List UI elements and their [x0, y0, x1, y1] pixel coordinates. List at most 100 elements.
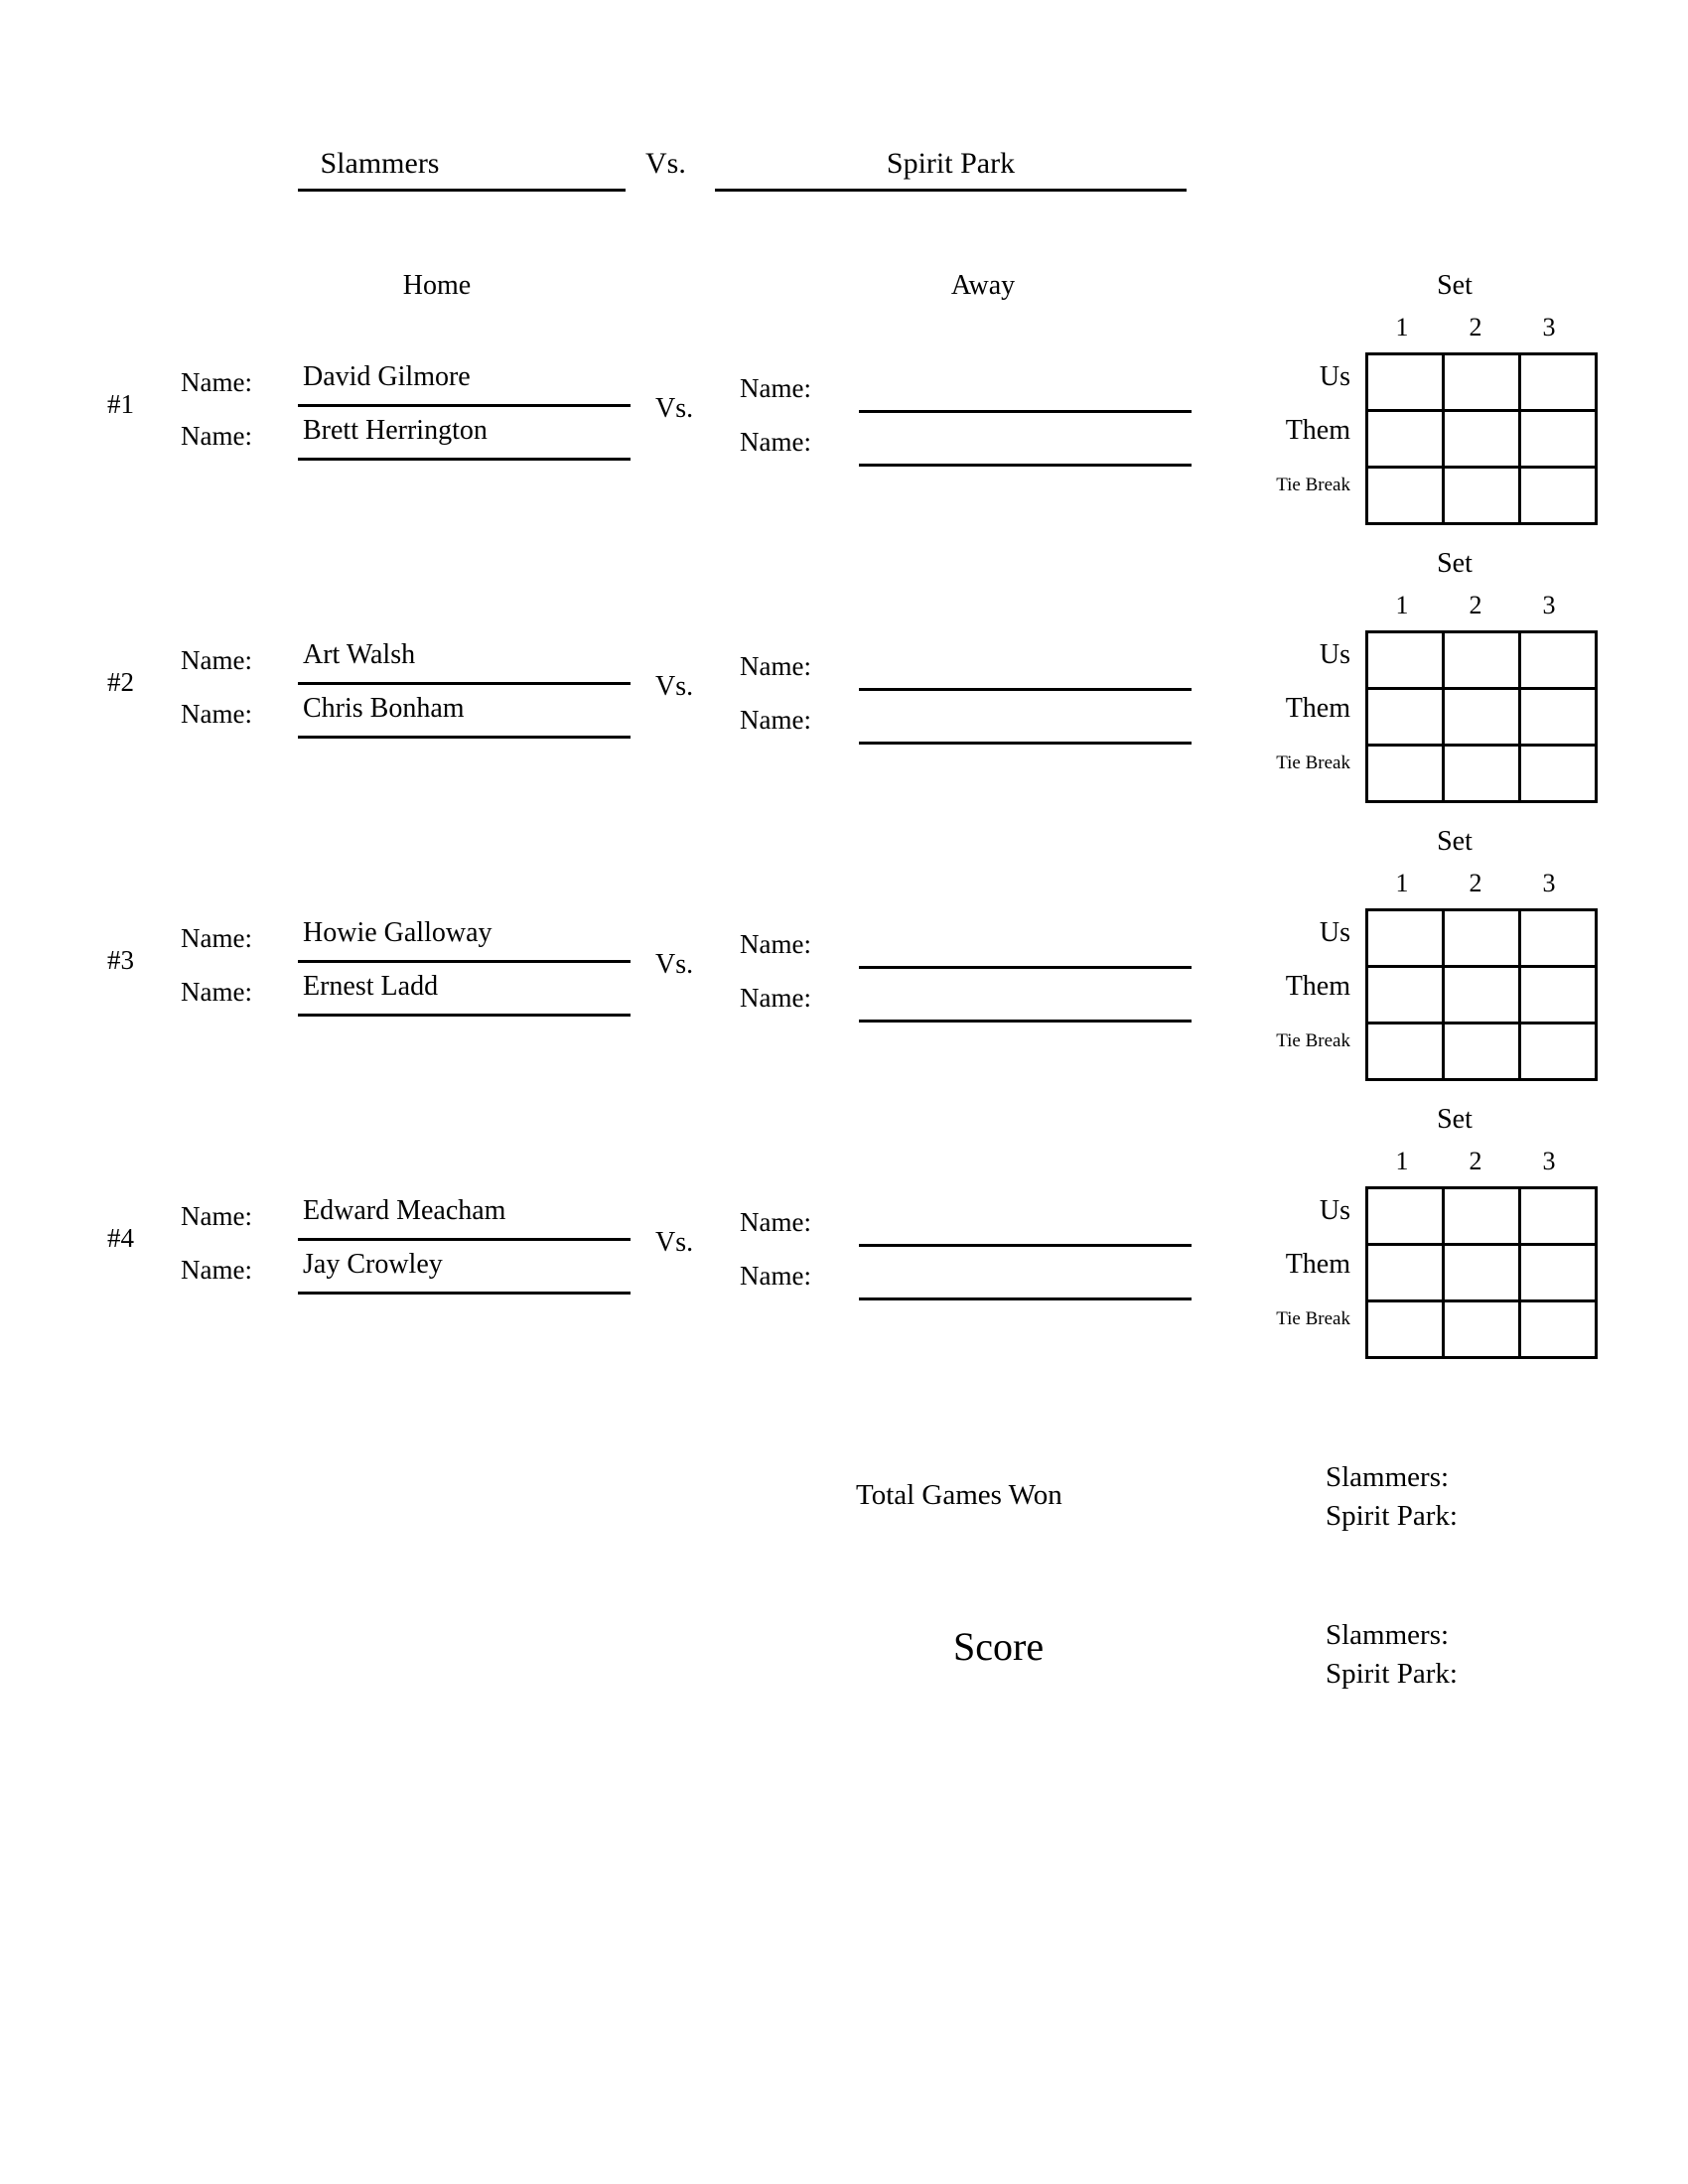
match-1-set-row-tie-break: Tie Break — [1276, 475, 1350, 495]
match-2-us-set-2[interactable] — [1442, 630, 1521, 690]
match-2-away-rule-1 — [859, 688, 1192, 691]
match-3-us-set-3[interactable] — [1518, 908, 1598, 968]
match-3-set-caption: Set — [1437, 826, 1473, 857]
match-2-away-name-label-1: Name: — [740, 651, 811, 681]
match-3-them-set-1[interactable] — [1365, 965, 1445, 1024]
match-4-set-caption: Set — [1437, 1104, 1473, 1135]
match-3-set-col-2: 2 — [1469, 869, 1482, 897]
match-4-them-set-3[interactable] — [1518, 1243, 1598, 1302]
match-1-set-row-tiebreak-cells — [1365, 466, 1598, 525]
match-1-home-player-1[interactable]: David Gilmore — [303, 361, 471, 392]
match-3-tiebreak-set-2[interactable] — [1442, 1022, 1521, 1081]
match-2-home-player-1[interactable]: Art Walsh — [303, 639, 416, 670]
match-1-number: #1 — [107, 389, 134, 419]
match-3-set-grid[interactable] — [1365, 908, 1598, 1081]
match-2-home-player-2[interactable]: Chris Bonham — [303, 693, 465, 724]
match-3-set-row-tiebreak-cells — [1365, 1022, 1598, 1081]
match-3-tiebreak-set-3[interactable] — [1518, 1022, 1598, 1081]
match-3-us-set-2[interactable] — [1442, 908, 1521, 968]
match-2-tiebreak-set-1[interactable] — [1365, 744, 1445, 803]
match-2-tiebreak-set-2[interactable] — [1442, 744, 1521, 803]
match-3-tiebreak-set-1[interactable] — [1365, 1022, 1445, 1081]
match-1-them-set-3[interactable] — [1518, 409, 1598, 469]
match-1-away-rule-1 — [859, 410, 1192, 413]
match-1-set-grid[interactable] — [1365, 352, 1598, 525]
match-4-home-name-label-2: Name: — [181, 1255, 252, 1285]
match-1-set-col-3: 3 — [1542, 313, 1556, 341]
match-4-set-row-tiebreak-cells — [1365, 1299, 1598, 1359]
match-2-set-grid[interactable] — [1365, 630, 1598, 803]
match-1-tiebreak-set-2[interactable] — [1442, 466, 1521, 525]
match-1-us-set-1[interactable] — [1365, 352, 1445, 412]
score-away-team-label[interactable]: Spirit Park: — [1326, 1658, 1458, 1690]
match-1-them-set-2[interactable] — [1442, 409, 1521, 469]
match-3-home-name-label-2: Name: — [181, 977, 252, 1007]
match-4-tiebreak-set-3[interactable] — [1518, 1299, 1598, 1359]
match-2-number: #2 — [107, 667, 134, 697]
match-1-set-col-1: 1 — [1395, 313, 1409, 341]
match-2-home-rule-2 — [298, 736, 631, 739]
match-2-them-set-2[interactable] — [1442, 687, 1521, 747]
match-3-number: #3 — [107, 945, 134, 975]
match-1-set-col-2: 2 — [1469, 313, 1482, 341]
match-1-away-name-label-1: Name: — [740, 373, 811, 403]
match-1-us-set-3[interactable] — [1518, 352, 1598, 412]
total-games-home-team-label[interactable]: Slammers: — [1326, 1461, 1450, 1493]
match-3-set-row-us: Us — [1319, 917, 1350, 948]
match-4-tiebreak-set-2[interactable] — [1442, 1299, 1521, 1359]
match-4-them-set-1[interactable] — [1365, 1243, 1445, 1302]
match-2-set-row-them: Them — [1285, 693, 1350, 724]
match-4-set-row-us: Us — [1319, 1195, 1350, 1226]
match-4-home-name-label-1: Name: — [181, 1201, 252, 1231]
match-4-home-player-2[interactable]: Jay Crowley — [303, 1249, 443, 1280]
match-3-them-set-3[interactable] — [1518, 965, 1598, 1024]
match-4-versus-label: Vs. — [655, 1227, 694, 1258]
away-team-name: Spirit Park — [886, 147, 1016, 180]
match-2-away-name-label-2: Name: — [740, 705, 811, 735]
match-2-them-set-3[interactable] — [1518, 687, 1598, 747]
match-4-away-rule-2 — [859, 1297, 1192, 1300]
match-3-home-player-2[interactable]: Ernest Ladd — [303, 971, 439, 1002]
match-4-us-set-2[interactable] — [1442, 1186, 1521, 1246]
match-1-us-set-2[interactable] — [1442, 352, 1521, 412]
match-2-set-col-1: 1 — [1395, 591, 1409, 619]
match-3-set-row-them-cells — [1365, 965, 1598, 1024]
match-4-us-set-3[interactable] — [1518, 1186, 1598, 1246]
home-column-caption: Home — [402, 270, 472, 301]
match-4-set-grid[interactable] — [1365, 1186, 1598, 1359]
match-2-set-col-2: 2 — [1469, 591, 1482, 619]
match-4-us-set-1[interactable] — [1365, 1186, 1445, 1246]
match-1-set-row-them: Them — [1285, 415, 1350, 446]
match-1-set-caption: Set — [1437, 270, 1473, 301]
match-2-them-set-1[interactable] — [1365, 687, 1445, 747]
match-2-set-row-tiebreak-cells — [1365, 744, 1598, 803]
match-1-them-set-1[interactable] — [1365, 409, 1445, 469]
match-2-us-set-3[interactable] — [1518, 630, 1598, 690]
match-2-set-caption: Set — [1437, 548, 1473, 579]
match-3-us-set-1[interactable] — [1365, 908, 1445, 968]
match-4-tiebreak-set-1[interactable] — [1365, 1299, 1445, 1359]
match-1-tiebreak-set-3[interactable] — [1518, 466, 1598, 525]
match-1-home-rule-2 — [298, 458, 631, 461]
match-4-set-col-3: 3 — [1542, 1147, 1556, 1175]
total-games-away-team-label[interactable]: Spirit Park: — [1326, 1500, 1458, 1532]
match-2-home-rule-1 — [298, 682, 631, 685]
match-3-them-set-2[interactable] — [1442, 965, 1521, 1024]
match-4-home-player-1[interactable]: Edward Meacham — [303, 1195, 506, 1226]
match-1-home-player-2[interactable]: Brett Herrington — [303, 415, 488, 446]
score-home-team-label[interactable]: Slammers: — [1326, 1619, 1450, 1651]
match-4-them-set-2[interactable] — [1442, 1243, 1521, 1302]
match-2-set-row-tie-break: Tie Break — [1276, 752, 1350, 773]
match-2-us-set-1[interactable] — [1365, 630, 1445, 690]
away-column-caption: Away — [950, 270, 1016, 301]
match-3-set-row-them: Them — [1285, 971, 1350, 1002]
match-2-away-rule-2 — [859, 742, 1192, 745]
match-1-away-rule-2 — [859, 464, 1192, 467]
match-1-tiebreak-set-1[interactable] — [1365, 466, 1445, 525]
match-3-home-player-1[interactable]: Howie Galloway — [303, 917, 492, 948]
match-2-tiebreak-set-3[interactable] — [1518, 744, 1598, 803]
match-2-versus-label: Vs. — [655, 671, 694, 702]
total-games-won-label: Total Games Won — [856, 1479, 1062, 1511]
match-1-versus-label: Vs. — [655, 393, 694, 424]
